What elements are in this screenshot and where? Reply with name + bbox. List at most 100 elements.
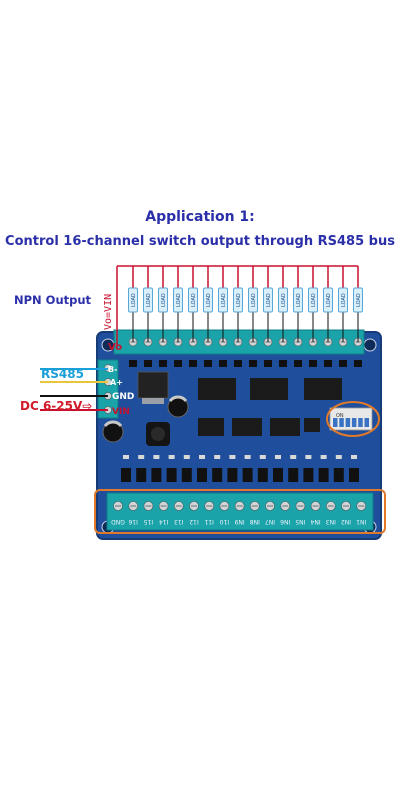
smd-resistor-icon	[183, 455, 190, 459]
bottom-terminal-label: I10	[220, 518, 230, 525]
output-transistor-row	[129, 360, 362, 367]
bottom-terminal-label: I15	[144, 518, 154, 525]
smd-resistor-icon	[168, 455, 175, 459]
terminal-label-a: A+	[110, 378, 123, 387]
load-resistor-icon	[128, 287, 138, 313]
dip-switch-highlight	[326, 401, 380, 437]
dip-key[interactable]	[333, 418, 338, 427]
bottom-terminal-label: I13	[174, 518, 184, 525]
dip-key[interactable]	[351, 418, 357, 427]
ic-chip-icon	[198, 418, 224, 436]
bottom-terminal-label: IN3	[326, 518, 336, 525]
rs485-label: RS485	[41, 367, 84, 381]
bottom-terminal-label: IN8	[250, 518, 260, 525]
bottom-terminal-label: IN1	[356, 518, 366, 525]
smd-resistor-icon	[199, 455, 205, 459]
output-transistor-icon	[174, 360, 182, 367]
load-label: LOAD	[356, 293, 362, 307]
bottom-terminal-label: I16	[128, 518, 138, 525]
smd-resistor-icon	[275, 455, 281, 459]
smd-resistor-icon	[214, 455, 221, 459]
ic-chip-icon	[250, 378, 288, 400]
load-resistor-icon	[323, 287, 333, 313]
smd-resistor-icon	[351, 455, 357, 459]
bottom-terminal-label: I11	[204, 518, 214, 525]
ic-chip-icon	[270, 418, 300, 436]
smd-resistor-icon	[138, 455, 145, 459]
bottom-terminal-strip	[106, 492, 374, 531]
dip-key[interactable]	[364, 418, 370, 427]
optocoupler-icon	[121, 468, 131, 482]
output-transistor-icon	[144, 360, 152, 367]
optocoupler-icon	[303, 468, 314, 482]
dip-key[interactable]	[358, 418, 363, 427]
smd-resistor-icon	[305, 455, 312, 459]
optocoupler-icon	[349, 468, 359, 482]
npn-output-label: NPN Output	[14, 293, 92, 307]
load-label: LOAD	[251, 293, 257, 307]
optocoupler-row	[121, 455, 359, 482]
load-label: LOAD	[326, 293, 332, 307]
page-subtitle: Control 16-channel switch output through…	[5, 234, 395, 249]
optocoupler-icon	[166, 468, 177, 482]
bottom-terminal-label: IN9	[234, 518, 244, 525]
ic-chip-icon	[304, 418, 320, 432]
bottom-terminal-label: IN7	[265, 518, 275, 525]
output-transistor-icon	[279, 360, 287, 367]
output-transistor-icon	[264, 360, 272, 367]
load-wires	[132, 266, 359, 342]
optocoupler-icon	[288, 468, 299, 482]
smd-resistor-icon	[290, 455, 297, 459]
load-label: LOAD	[311, 293, 317, 307]
dip-key[interactable]	[339, 418, 344, 427]
bottom-terminal-highlight	[94, 489, 386, 534]
load-resistor-icon	[293, 287, 303, 313]
output-transistor-icon	[324, 360, 332, 367]
optocoupler-icon	[257, 468, 268, 482]
smd-resistor-icon	[153, 455, 160, 459]
ic-chip-icon	[304, 378, 342, 400]
optocoupler-icon	[212, 468, 223, 482]
capacitor-stripe	[103, 420, 123, 428]
load-resistor-icon	[308, 287, 318, 313]
ic-chip-icon	[198, 378, 236, 400]
optocoupler-icon	[197, 468, 207, 482]
output-transistor-icon	[249, 360, 257, 367]
load-resistor-icon	[188, 287, 198, 313]
load-label: LOAD	[281, 293, 287, 307]
smd-resistor-icon	[229, 455, 236, 459]
load-label: LOAD	[176, 293, 182, 307]
output-transistor-icon	[159, 360, 167, 367]
left-terminal-block	[97, 359, 119, 419]
vo-label: Vo	[108, 342, 122, 353]
output-transistor-icon	[339, 360, 347, 367]
load-resistor-icon	[248, 287, 258, 313]
load-resistor-icon	[173, 287, 183, 313]
optocoupler-icon	[151, 468, 162, 482]
regulator-tab	[142, 398, 164, 404]
voltage-regulator-icon	[137, 371, 169, 399]
load-resistor-icon	[338, 287, 348, 313]
output-transistor-icon	[219, 360, 227, 367]
bottom-terminal-label: IN4	[310, 518, 320, 525]
terminal-label-b: B-	[108, 365, 117, 374]
output-transistor-icon	[189, 360, 197, 367]
optocoupler-icon	[333, 468, 344, 482]
mount-hole-icon	[363, 338, 377, 352]
dip-key[interactable]	[345, 418, 351, 427]
terminal-label-gnd: GND	[112, 392, 134, 402]
output-transistor-icon	[129, 360, 137, 367]
dc-supply-label: DC 6-25V⇨	[20, 399, 92, 413]
load-label: LOAD	[296, 293, 302, 307]
optocoupler-icon	[242, 468, 253, 482]
dip-on-label: ON	[336, 413, 344, 419]
output-transistor-icon	[294, 360, 302, 367]
load-label: LOAD	[146, 293, 152, 307]
load-resistor-icon	[353, 287, 363, 313]
load-label: LOAD	[191, 293, 197, 307]
smd-resistor-icon	[320, 455, 327, 459]
load-resistor-icon	[203, 287, 213, 313]
bottom-terminal-label: I14	[159, 518, 169, 525]
